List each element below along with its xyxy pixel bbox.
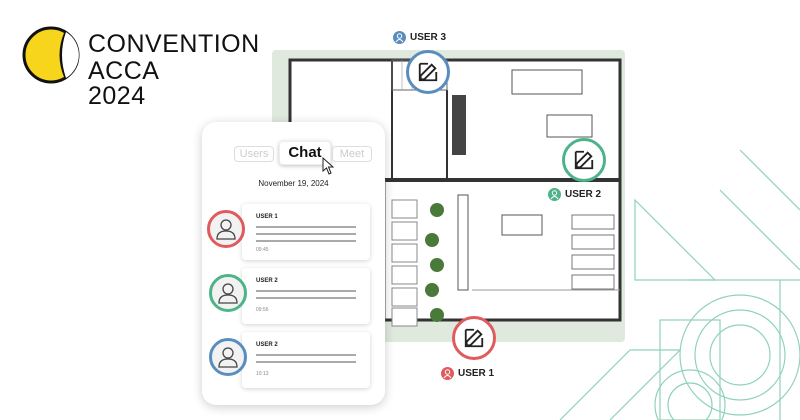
message-text-line bbox=[256, 354, 356, 356]
user-2-label: USER 2 bbox=[548, 188, 601, 201]
user-3-label: USER 3 bbox=[393, 31, 446, 44]
edit-icon bbox=[418, 62, 438, 82]
chat-message[interactable]: USER 2 09:56 bbox=[242, 268, 370, 324]
user-icon bbox=[441, 367, 454, 380]
decorative-geometry bbox=[559, 150, 800, 420]
user-1-label: USER 1 bbox=[441, 367, 494, 380]
message-text-line bbox=[256, 233, 356, 235]
message-user: USER 2 bbox=[256, 342, 278, 348]
message-text-line bbox=[256, 297, 356, 299]
avatar-user-2[interactable] bbox=[209, 274, 247, 312]
message-user: USER 1 bbox=[256, 214, 278, 220]
user-2-name: USER 2 bbox=[565, 189, 602, 200]
logo-line-1: CONVENTION bbox=[88, 30, 260, 58]
chat-date: November 19, 2024 bbox=[258, 179, 329, 188]
user-1-name: USER 1 bbox=[458, 368, 495, 379]
edit-icon bbox=[464, 328, 484, 348]
avatar-user-2-second[interactable] bbox=[209, 338, 247, 376]
message-time: 09:45 bbox=[256, 247, 269, 253]
person-icon bbox=[218, 347, 238, 368]
chat-message[interactable]: USER 1 09:45 bbox=[242, 204, 370, 260]
tab-chat[interactable]: Chat bbox=[279, 141, 331, 165]
chat-panel: Users Chat Meet November 19, 2024 USER 1… bbox=[202, 122, 385, 405]
user-2-edit-marker[interactable] bbox=[562, 138, 606, 182]
user-icon bbox=[548, 188, 561, 201]
message-text-line bbox=[256, 290, 356, 292]
user-icon bbox=[393, 31, 406, 44]
message-time: 10:13 bbox=[256, 371, 269, 377]
message-time: 09:56 bbox=[256, 307, 269, 313]
user-1-edit-marker[interactable] bbox=[452, 316, 496, 360]
user-3-edit-marker[interactable] bbox=[406, 50, 450, 94]
user-3-name: USER 3 bbox=[410, 32, 447, 43]
logo: CONVENTION ACCA 2024 bbox=[22, 22, 259, 109]
person-icon bbox=[216, 219, 236, 240]
tab-users[interactable]: Users bbox=[234, 146, 274, 162]
message-text-line bbox=[256, 226, 356, 228]
avatar-user-1[interactable] bbox=[207, 210, 245, 248]
person-icon bbox=[218, 283, 238, 304]
logo-line-2: ACCA 2024 bbox=[88, 57, 159, 110]
message-user: USER 2 bbox=[256, 278, 278, 284]
tab-meet[interactable]: Meet bbox=[332, 146, 372, 162]
logo-mark bbox=[22, 26, 80, 84]
cursor-icon bbox=[322, 157, 335, 175]
message-text-line bbox=[256, 240, 356, 242]
chat-message[interactable]: USER 2 10:13 bbox=[242, 332, 370, 388]
message-text-line bbox=[256, 361, 356, 363]
edit-icon bbox=[574, 150, 594, 170]
